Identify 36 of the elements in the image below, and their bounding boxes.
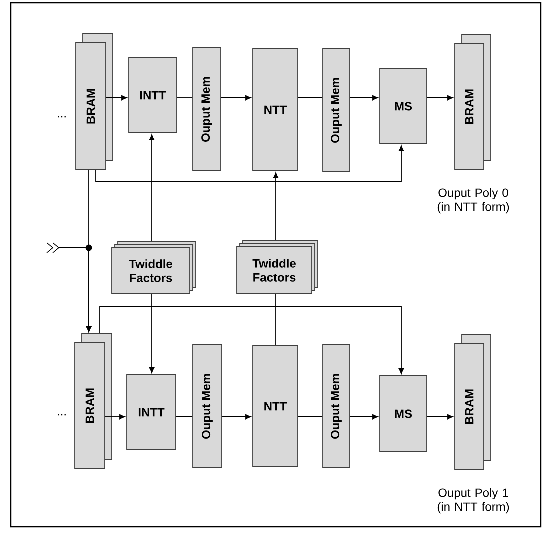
memory-block: BRAM [76,34,114,170]
ellipsis-label: ... [58,116,66,118]
ellipsis-label: ... [58,414,66,416]
connector [58,248,92,332]
output-caption: Ouput Poly 0 (in NTT form) [438,188,510,214]
memory-block: Ouput Mem [192,48,222,172]
process-box: MS [380,376,428,452]
stacked-box: Twiddle Factors [236,240,318,294]
process-box: NTT [252,48,298,172]
connector [427,95,454,101]
process-box: MS [380,68,428,144]
process-box: INTT [126,374,176,450]
connector [149,294,155,374]
memory-block: Ouput Mem [322,48,350,172]
connector [273,172,279,241]
stacked-box: Twiddle Factors [112,242,196,294]
process-box: NTT [252,346,298,468]
connector [221,95,252,101]
connector [106,95,128,101]
connector [427,414,454,420]
memory-block: BRAM [454,334,492,470]
connector [105,414,126,420]
output-caption: Ouput Poly 1 (in NTT form) [438,488,510,514]
connector [298,416,323,418]
memory-block: Ouput Mem [322,344,350,468]
connector [350,95,378,101]
connector [149,134,155,242]
process-box: INTT [128,58,178,134]
connector [350,414,378,420]
connector [100,306,404,374]
connector [96,146,404,182]
memory-block: BRAM [74,334,112,470]
connector [176,416,193,418]
memory-block: BRAM [454,34,492,170]
connector [222,414,252,420]
memory-block: Ouput Mem [192,344,222,468]
